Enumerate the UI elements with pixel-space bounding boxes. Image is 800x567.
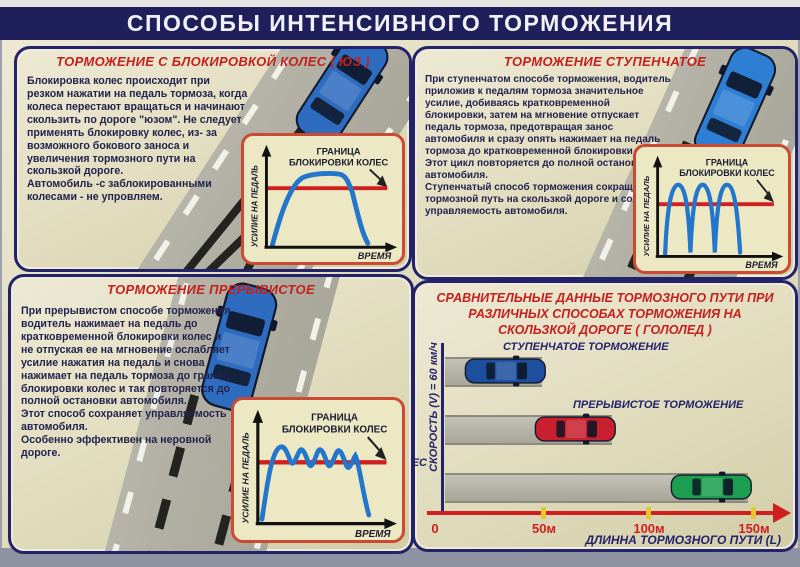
comparison-title-line1: СРАВНИТЕЛЬНЫЕ ДАННЫЕ ТОРМОЗНОГО ПУТИ ПРИ	[436, 291, 774, 305]
comparison-title: СРАВНИТЕЛЬНЫЕ ДАННЫЕ ТОРМОЗНОГО ПУТИ ПРИ…	[415, 290, 795, 338]
panel-comparison-chart: СРАВНИТЕЛЬНЫЕ ДАННЫЕ ТОРМОЗНОГО ПУТИ ПРИ…	[412, 280, 798, 552]
arrow-to-boundary	[763, 190, 774, 203]
boundary-label: БЛОКИРОВКИ КОЛЕС	[679, 168, 775, 178]
pedal-force-curve	[269, 171, 371, 248]
car-icon	[201, 282, 278, 412]
boundary-label: ГРАНИЦА	[706, 157, 749, 167]
distance-axis-arrowhead	[773, 503, 791, 523]
speed-axis-label: СКОРОСТЬ (V) = 60 км/ч	[428, 342, 440, 472]
x-axis-label: ВРЕМЯ	[358, 251, 392, 261]
y-axis-label: УСИЛИЕ НА ПЕДАЛЬ	[241, 432, 251, 523]
arrow-to-boundary	[376, 175, 388, 188]
car-icon	[693, 49, 777, 164]
axis-tick-50	[541, 507, 546, 519]
y-axis-label: УСИЛИЕ НА ПЕДАЛЬ	[251, 165, 260, 247]
axis-tick-150	[751, 507, 756, 519]
distance-axis	[427, 503, 791, 523]
panel-intermittent-braking: ТОРМОЖЕНИЕ ПРЕРЫВИСТОЕ При прерывистом с…	[8, 274, 414, 554]
panel-intermittent-title: ТОРМОЖЕНИЕ ПРЕРЫВИСТОЕ	[107, 282, 315, 297]
car-icon	[295, 49, 389, 145]
comparison-row-label: СТУПЕНЧАТОЕ ТОРМОЖЕНИЕ	[503, 341, 669, 353]
comparison-title-line3: СКОЛЬЗКОЙ ДОРОГЕ ( ГОЛОЛЕД )	[498, 323, 712, 337]
pedal-force-curve	[663, 182, 743, 257]
car-icon	[670, 471, 752, 503]
pedal-force-graph-lock: ГРАНИЦА БЛОКИРОВКИ КОЛЕС УСИЛИЕ НА ПЕДАЛ…	[241, 133, 405, 265]
panel-lock-braking: ТОРМОЖЕНИЕ С БЛОКИРОВКОЙ КОЛЕС ( ЮЗ ) Бл…	[14, 46, 412, 272]
panel-lock-title: ТОРМОЖЕНИЕ С БЛОКИРОВКОЙ КОЛЕС ( ЮЗ )	[56, 54, 370, 69]
road-illustration	[72, 277, 342, 551]
pedal-force-curve	[259, 444, 372, 522]
braking-lane	[445, 413, 616, 445]
tick-label-100: 100м	[633, 521, 665, 536]
pedal-force-graph-stepped: ГРАНИЦА БЛОКИРОВКИ КОЛЕС УСИЛИЕ НА ПЕДАЛ…	[633, 144, 791, 274]
road-illustration	[101, 49, 409, 269]
comparison-title-line2: РАЗЛИЧНЫХ СПОСОБАХ ТОРМОЖЕНИЯ НА	[468, 307, 742, 321]
boundary-label: БЛОКИРОВКИ КОЛЕС	[282, 425, 388, 436]
axis-tick-100	[646, 507, 651, 519]
panel-stepped-title: ТОРМОЖЕНИЕ СТУПЕНЧАТОЕ	[503, 54, 707, 69]
poster-title-bar: СПОСОБЫ ИНТЕНСИВНОГО ТОРМОЖЕНИЯ	[0, 7, 800, 40]
distance-axis-label: ДЛИННА ТОРМОЗНОГО ПУТИ (L)	[585, 533, 781, 547]
y-axis-label: УСИЛИЕ НА ПЕДАЛЬ	[642, 175, 651, 256]
speed-axis	[441, 343, 444, 511]
poster-title: СПОСОБЫ ИНТЕНСИВНОГО ТОРМОЖЕНИЯ	[126, 10, 674, 36]
tick-label-0: 0	[431, 521, 439, 536]
panel-stepped-text: При ступенчатом способе торможения, води…	[425, 74, 672, 217]
road-illustration	[540, 49, 795, 277]
car-icon	[534, 413, 616, 445]
panel-stepped-braking: ТОРМОЖЕНИЕ СТУПЕНЧАТОЕ При ступенчатом с…	[412, 46, 798, 280]
boundary-label: ГРАНИЦА	[317, 147, 361, 157]
panel-intermittent-text: При прерывистом способе торможения водит…	[21, 305, 231, 460]
comparison-row-label: ТОРМОЖЕНИЕ С БЛОКИРОВКОЙ КОЛЕС	[412, 457, 427, 469]
x-axis-label: ВРЕМЯ	[355, 529, 391, 539]
arrow-to-boundary	[375, 447, 387, 461]
panel-lock-text: Блокировка колес происходит при резком н…	[27, 75, 248, 204]
boundary-label: ГРАНИЦА	[311, 413, 359, 424]
pedal-force-graph-intermittent: ГРАНИЦА БЛОКИРОВКИ КОЛЕС УСИЛИЕ НА ПЕДАЛ…	[231, 397, 405, 543]
braking-lane	[445, 471, 752, 503]
comparison-row-label: ПРЕРЫВИСТОЕ ТОРМОЖЕНИЕ	[573, 399, 744, 411]
x-axis-label: ВРЕМЯ	[745, 260, 778, 270]
tick-label-50: 50м	[531, 521, 557, 536]
photo-ceiling-strip	[0, 0, 800, 9]
boundary-label: БЛОКИРОВКИ КОЛЕС	[289, 158, 388, 168]
braking-lane	[445, 355, 547, 387]
tick-label-150: 150м	[738, 521, 770, 536]
car-icon	[464, 355, 547, 387]
